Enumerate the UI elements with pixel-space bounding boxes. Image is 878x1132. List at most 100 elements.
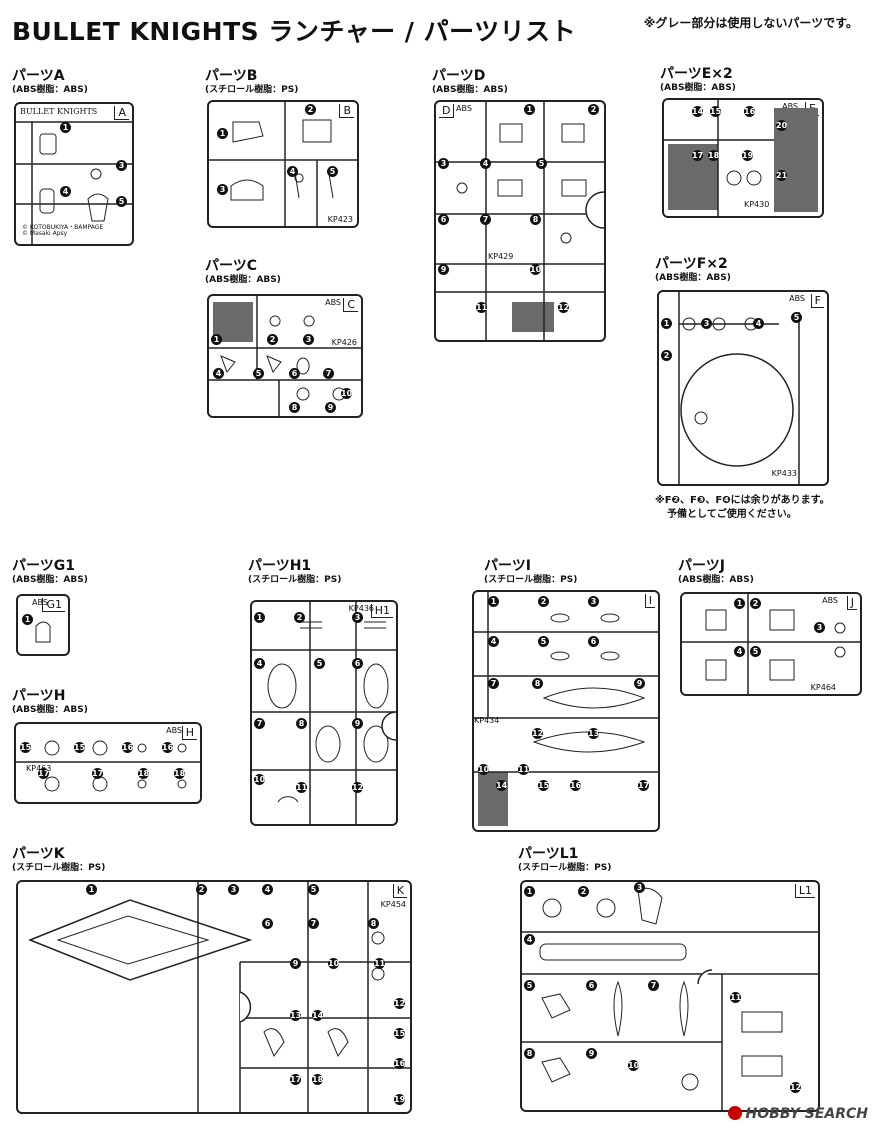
section-title: パーツH bbox=[12, 688, 66, 704]
part-number: 11 bbox=[374, 958, 386, 969]
section-title: パーツJ bbox=[678, 558, 725, 574]
part-number: 16 bbox=[570, 780, 582, 791]
runner-letter: G1 bbox=[42, 598, 65, 612]
part-number: 18 bbox=[138, 768, 150, 779]
runner-letter: D bbox=[439, 104, 455, 118]
part-number: 2 bbox=[588, 104, 599, 115]
part-number: 6 bbox=[262, 918, 273, 929]
part-number: 16 bbox=[162, 742, 174, 753]
section-parts-d: パーツD (ABS樹脂：ABS) bbox=[432, 68, 508, 96]
part-number: 10 bbox=[530, 264, 542, 275]
watermark-text: HOBBY SEARCH bbox=[745, 1106, 868, 1122]
section-parts-h1: パーツH1 (スチロール樹脂：PS) bbox=[248, 558, 341, 586]
part-number: 4 bbox=[262, 884, 273, 895]
part-number: 8 bbox=[289, 402, 300, 413]
part-number: 4 bbox=[488, 636, 499, 647]
section-parts-j: パーツJ (ABS樹脂：ABS) bbox=[678, 558, 754, 586]
section-parts-l1: パーツL1 (スチロール樹脂：PS) bbox=[518, 846, 611, 874]
material-tag: ABS bbox=[822, 596, 838, 605]
section-parts-k: パーツK (スチロール樹脂：PS) bbox=[12, 846, 105, 874]
part-number: 5 bbox=[116, 196, 127, 207]
runner-code: KP433 bbox=[771, 469, 797, 478]
part-number: 8 bbox=[532, 678, 543, 689]
part-number: 18 bbox=[174, 768, 186, 779]
part-number: 16 bbox=[744, 106, 756, 117]
part-number: 3 bbox=[814, 622, 825, 633]
runner-letter: K bbox=[392, 884, 407, 898]
runner-k-frame-lines bbox=[27, 882, 410, 1112]
runner-i-frame-lines bbox=[474, 592, 658, 773]
part-number: 2 bbox=[294, 612, 305, 623]
part-number: 21 bbox=[776, 170, 788, 181]
part-number: 1 bbox=[211, 334, 222, 345]
part-number: 1 bbox=[254, 612, 265, 623]
runner-a-frame-lines bbox=[16, 121, 132, 244]
part-number: 5 bbox=[750, 646, 761, 657]
runner-f-frame-lines bbox=[678, 292, 800, 484]
part-number: 12 bbox=[558, 302, 570, 313]
section-parts-e: パーツE×2 (ABS樹脂：ABS) bbox=[660, 66, 736, 94]
section-material: (スチロール樹脂：PS) bbox=[205, 85, 299, 95]
part-number: 5 bbox=[314, 658, 325, 669]
runner-letter: L1 bbox=[794, 884, 815, 898]
part-number: 2 bbox=[538, 596, 549, 607]
part-number: 12 bbox=[394, 998, 406, 1009]
spare-parts-note: ※F❷、F❸、F❹には余りがあります。 予備としてご使用ください。 bbox=[655, 494, 830, 522]
runner-code: KP429 bbox=[488, 252, 514, 261]
part-number: 4 bbox=[213, 368, 224, 379]
part-number: 7 bbox=[308, 918, 319, 929]
section-title: パーツF×2 bbox=[655, 256, 728, 272]
part-number: 12 bbox=[790, 1082, 802, 1093]
part-number: 3 bbox=[701, 318, 712, 329]
runner-letter: I bbox=[644, 594, 655, 608]
section-title: パーツE×2 bbox=[660, 66, 733, 82]
part-number: 11 bbox=[296, 782, 308, 793]
runner-code: KP423 bbox=[327, 215, 353, 224]
part-number: 17 bbox=[290, 1074, 302, 1085]
part-number: 4 bbox=[60, 186, 71, 197]
part-number: 8 bbox=[296, 718, 307, 729]
section-parts-b: パーツB (スチロール樹脂：PS) bbox=[205, 68, 298, 96]
part-number: 5 bbox=[308, 884, 319, 895]
section-material: (スチロール樹脂：PS) bbox=[248, 575, 342, 585]
runner-e: E ABS 14 15 16 17 18 19 20 21 KP430 bbox=[662, 98, 824, 218]
part-number: 2 bbox=[661, 350, 672, 361]
part-number: 11 bbox=[730, 992, 742, 1003]
part-number: 4 bbox=[524, 934, 535, 945]
section-parts-i: パーツI (スチロール樹脂：PS) bbox=[484, 558, 577, 586]
part-number: 16 bbox=[122, 742, 134, 753]
section-material: (ABS樹脂：ABS) bbox=[660, 83, 736, 93]
material-tag: ABS bbox=[166, 726, 182, 735]
part-number: 5 bbox=[253, 368, 264, 379]
part-number: 18 bbox=[312, 1074, 324, 1085]
runner-letter: B bbox=[339, 104, 354, 118]
part-number: 3 bbox=[438, 158, 449, 169]
part-number: 7 bbox=[480, 214, 491, 225]
part-number: 17 bbox=[38, 768, 50, 779]
section-material: (ABS樹脂：ABS) bbox=[655, 273, 731, 283]
copyright-line: © Masaki Apsy bbox=[22, 230, 68, 237]
material-tag: ABS bbox=[789, 294, 805, 303]
material-tag: ABS bbox=[456, 104, 472, 113]
runner-letter: A bbox=[114, 106, 129, 120]
hobby-search-logo-icon bbox=[727, 1106, 742, 1120]
part-number: 3 bbox=[634, 882, 645, 893]
part-number: 5 bbox=[538, 636, 549, 647]
part-number: 12 bbox=[532, 728, 544, 739]
copyright-line: © KOTOBUKIYA・BAMPAGE bbox=[22, 224, 104, 231]
section-material: (スチロール樹脂：PS) bbox=[484, 575, 578, 585]
part-number: 9 bbox=[634, 678, 645, 689]
runner-i: I 1 2 3 4 5 6 7 8 9 10 11 12 13 14 15 16… bbox=[472, 590, 660, 832]
runner-letter: C bbox=[343, 298, 358, 312]
section-title: パーツI bbox=[484, 558, 531, 574]
section-title: パーツK bbox=[12, 846, 65, 862]
runner-letter: H1 bbox=[370, 604, 393, 618]
section-material: (スチロール樹脂：PS) bbox=[518, 863, 612, 873]
part-number: 9 bbox=[438, 264, 449, 275]
section-title: パーツL1 bbox=[518, 846, 579, 862]
section-title: パーツH1 bbox=[248, 558, 312, 574]
part-number: 17 bbox=[638, 780, 650, 791]
section-material: (ABS樹脂：ABS) bbox=[12, 85, 88, 95]
part-number: 17 bbox=[692, 150, 704, 161]
section-material: (ABS樹脂：ABS) bbox=[432, 85, 508, 95]
